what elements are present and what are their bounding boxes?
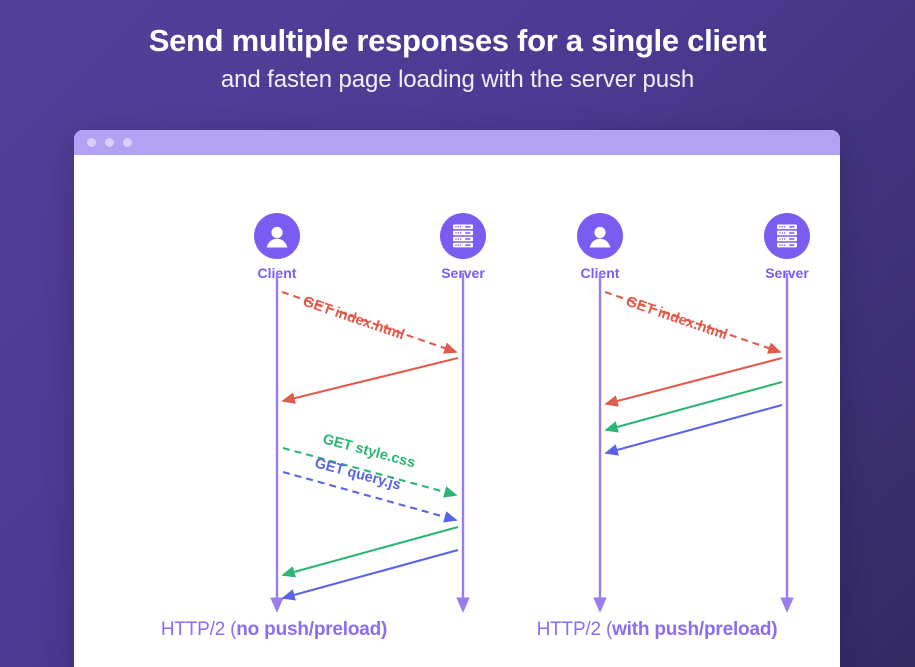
caption-prefix: HTTP/2 ( (536, 619, 613, 640)
minimize-dot-icon[interactable] (105, 138, 114, 147)
node-client-with-push: Client (555, 213, 645, 281)
browser-window-card: Client (74, 130, 840, 667)
message-arrows-with-push: GET index.html (593, 273, 794, 613)
arrow-style-response (281, 525, 459, 578)
label-get-index-html: GET index.html (301, 294, 407, 344)
arrow-index-response (281, 356, 459, 404)
server-icon (440, 213, 486, 259)
arrow-get-style-request (282, 446, 458, 498)
sequence-diagram-no-push: Client (74, 155, 486, 667)
arrow-get-index-request (281, 291, 458, 354)
caption-emphasis: no push/preload) (236, 619, 388, 640)
arrow-index-response (604, 356, 783, 407)
label-get-index-html: GET index.html (624, 294, 730, 344)
sequence-diagram-with-push: Client (474, 155, 840, 667)
user-icon (577, 213, 623, 259)
maximize-dot-icon[interactable] (123, 138, 132, 147)
arrow-query-push-response (604, 403, 783, 456)
caption-prefix: HTTP/2 ( (160, 619, 237, 640)
hero-header: Send multiple responses for a single cli… (0, 0, 915, 95)
arrow-query-response (281, 548, 459, 601)
user-icon (254, 213, 300, 259)
browser-titlebar (74, 130, 840, 155)
close-dot-icon[interactable] (87, 138, 96, 147)
node-server-with-push: Server (742, 213, 832, 281)
node-server-no-push: Server (418, 213, 508, 281)
caption-with-push: HTTP/2 (with push/preload) (474, 619, 840, 641)
browser-viewport: Client (74, 155, 840, 667)
caption-emphasis: with push/preload) (612, 619, 778, 640)
message-arrows-no-push: GET index.html GET style.css GET query.j… (270, 273, 470, 613)
page-subtitle: and fasten page loading with the server … (220, 65, 695, 93)
server-icon (764, 213, 810, 259)
caption-no-push: HTTP/2 (no push/preload) (74, 619, 474, 641)
arrow-style-push-response (604, 380, 783, 433)
arrow-get-query-request (282, 470, 458, 523)
page-title: Send multiple responses for a single cli… (148, 23, 767, 58)
arrow-get-index-request (604, 291, 782, 354)
